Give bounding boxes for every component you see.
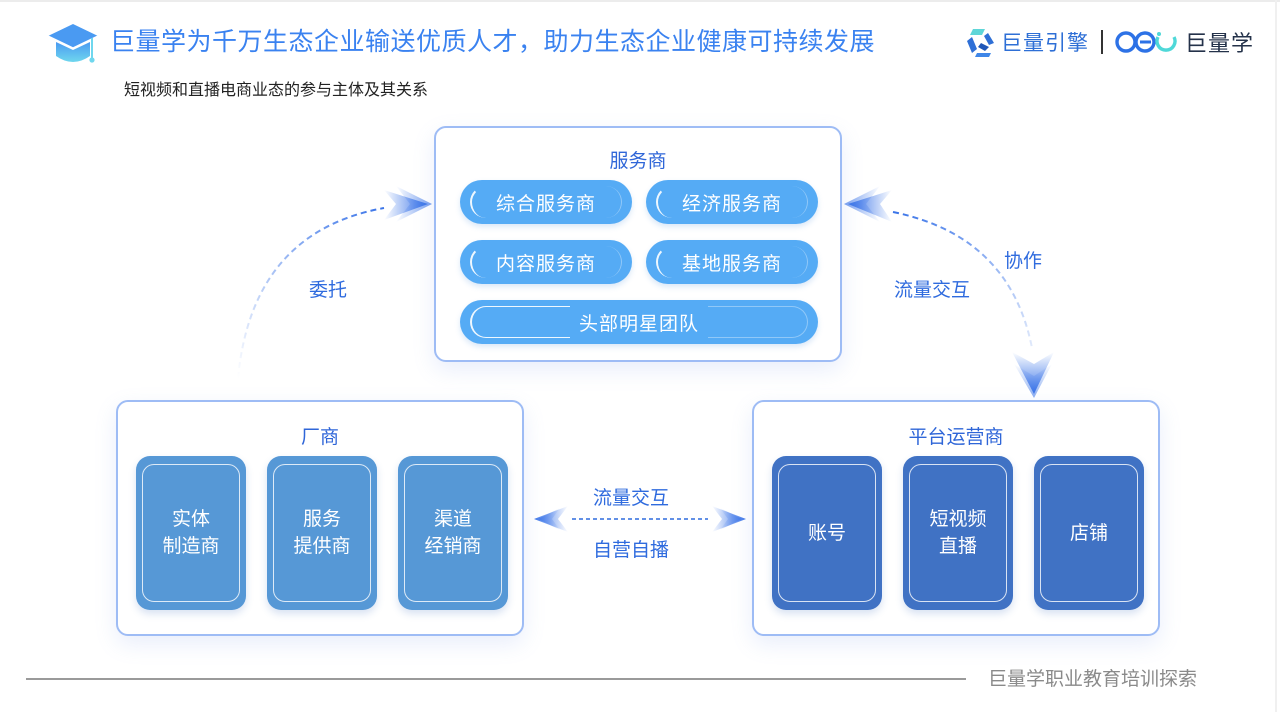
card-label-line: 渠道 xyxy=(433,508,472,530)
ocean-engine-logo-icon xyxy=(967,29,994,57)
service-pill-comprehensive: 综合服务商 xyxy=(460,180,632,224)
footer-divider xyxy=(26,678,966,680)
card-label-line: 经销商 xyxy=(424,535,482,557)
pill-arc-decoration xyxy=(470,246,496,278)
platform-card-store: 店铺 xyxy=(1034,456,1144,610)
academy-logo-mark-icon xyxy=(1115,31,1177,53)
platform-card-account: 账号 xyxy=(772,456,882,610)
page-title: 巨量学为千万生态企业输送优质人才，助力生态企业健康可持续发展 xyxy=(110,27,876,56)
platform-operator-title: 平台运营商 xyxy=(908,426,1004,448)
service-pill-economic: 经济服务商 xyxy=(646,180,818,224)
traffic-interaction-label-right: 流量交互 xyxy=(894,279,971,301)
pill-arc-decoration xyxy=(470,306,570,338)
brand-logos: 巨量引擎 巨量学 xyxy=(963,24,1254,60)
service-pill-base: 基地服务商 xyxy=(646,240,818,284)
pill-arc-decoration xyxy=(784,186,808,218)
pill-label: 基地服务商 xyxy=(681,252,782,275)
middle-arrowhead-right-icon xyxy=(712,506,746,532)
graduation-cap-icon xyxy=(47,24,99,63)
ocean-engine-logo-text: 巨量引擎 xyxy=(1001,31,1089,55)
middle-arrowhead-left-icon xyxy=(534,506,568,532)
service-pill-star-team: 头部明星团队 xyxy=(460,300,818,344)
right-border xyxy=(1275,0,1277,712)
card-label-line: 提供商 xyxy=(293,535,351,557)
cooperate-label: 协作 xyxy=(1004,250,1043,272)
manufacturer-title: 厂商 xyxy=(300,426,339,448)
pill-arc-decoration xyxy=(656,186,682,218)
card-label-line: 店铺 xyxy=(1069,521,1108,544)
pill-arc-decoration xyxy=(598,246,622,278)
page-subtitle: 短视频和直播电商业态的参与主体及其关系 xyxy=(124,80,429,99)
manufacturer-card-channel: 渠道 经销商 xyxy=(398,456,508,610)
manufacturer-card-physical: 实体 制造商 xyxy=(136,456,246,610)
pill-arc-decoration xyxy=(784,246,808,278)
card-label-line: 实体 xyxy=(171,508,210,530)
entrust-label: 委托 xyxy=(309,279,348,301)
pill-label: 综合服务商 xyxy=(495,192,596,215)
pill-arc-decoration xyxy=(470,186,496,218)
card-label-line: 服务 xyxy=(302,508,341,530)
manufacturer-card-service: 服务 提供商 xyxy=(267,456,377,610)
platform-operator-panel: 平台运营商 账号 短视频 直播 店铺 xyxy=(752,400,1160,636)
card-label-line: 账号 xyxy=(807,521,846,544)
cooperate-arrowhead-left-icon xyxy=(844,186,892,222)
pill-arc-decoration xyxy=(708,306,808,338)
pill-arc-decoration xyxy=(656,246,682,278)
footer-text: 巨量学职业教育培训探索 xyxy=(988,668,1198,690)
top-border xyxy=(0,0,1280,2)
manufacturer-panel: 厂商 实体 制造商 服务 提供商 渠道 经销商 xyxy=(116,400,524,636)
pill-label: 内容服务商 xyxy=(495,252,596,275)
academy-logo-text: 巨量学 xyxy=(1185,32,1255,57)
pill-label: 经济服务商 xyxy=(681,192,782,215)
service-provider-title: 服务商 xyxy=(609,150,667,172)
card-label-line: 制造商 xyxy=(162,535,220,557)
logo-divider xyxy=(1101,30,1103,54)
service-provider-panel: 服务商 综合服务商 经济服务商 内容服务商 基地服务商 头部明星团队 xyxy=(434,126,842,362)
traffic-interaction-label-middle: 流量交互 xyxy=(593,487,670,509)
pill-label: 头部明星团队 xyxy=(578,312,699,335)
card-label-line: 短视频 xyxy=(929,508,987,530)
service-pill-content: 内容服务商 xyxy=(460,240,632,284)
pill-arc-decoration xyxy=(598,186,622,218)
entrust-arrowhead-icon xyxy=(384,186,432,222)
platform-card-video-live: 短视频 直播 xyxy=(903,456,1013,610)
self-operated-live-label: 自营自播 xyxy=(593,539,670,561)
cooperate-arrowhead-down-icon xyxy=(1012,352,1054,398)
card-label-line: 直播 xyxy=(938,535,977,557)
